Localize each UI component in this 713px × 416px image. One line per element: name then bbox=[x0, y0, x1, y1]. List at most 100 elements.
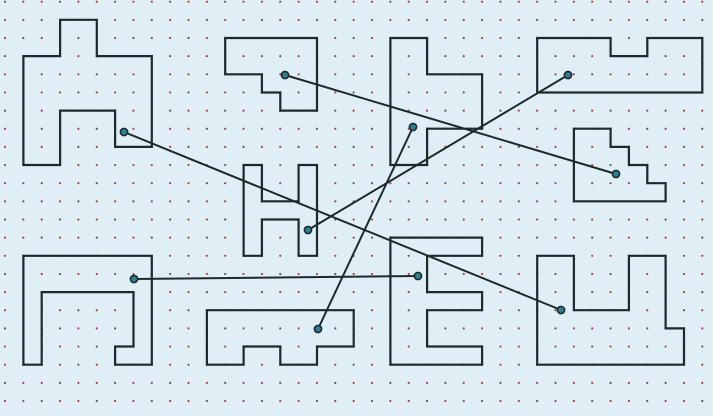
grid-dot bbox=[407, 291, 410, 294]
grid-dot bbox=[297, 399, 300, 403]
grid-dot bbox=[517, 381, 520, 384]
grid-dot bbox=[517, 345, 520, 348]
grid-dot bbox=[462, 145, 465, 148]
grid-dot bbox=[517, 91, 520, 94]
grid-dot bbox=[499, 236, 502, 239]
grid-dot bbox=[682, 309, 686, 312]
grid-dot bbox=[462, 91, 465, 94]
grid-dot bbox=[499, 109, 502, 112]
grid-dot bbox=[22, 381, 25, 384]
grid-dot bbox=[334, 163, 337, 167]
grid-dot bbox=[481, 200, 484, 203]
grid-dot bbox=[279, 399, 282, 403]
grid-dot bbox=[77, 399, 80, 403]
grid-dot bbox=[114, 18, 117, 21]
grid-dot bbox=[205, 291, 208, 294]
grid-dot bbox=[591, 254, 594, 257]
grid-dot bbox=[95, 91, 98, 94]
grid-dot bbox=[95, 145, 98, 148]
grid-dot bbox=[187, 182, 190, 185]
grid-dot bbox=[205, 254, 208, 257]
grid-dot bbox=[370, 399, 374, 403]
grid-dot bbox=[22, 218, 25, 221]
connectors-layer bbox=[119, 70, 621, 334]
grid-dot bbox=[572, 236, 575, 239]
grid-dot bbox=[499, 272, 502, 276]
grid-dot bbox=[627, 218, 631, 221]
grid-dot bbox=[499, 218, 502, 221]
connector-line-1 bbox=[123, 131, 562, 311]
grid-dot bbox=[95, 345, 98, 348]
grid-dot bbox=[22, 200, 25, 203]
grid-dot bbox=[169, 309, 172, 312]
grid-dot bbox=[627, 182, 631, 185]
grid-dot bbox=[279, 127, 282, 130]
grid-dot bbox=[114, 73, 117, 76]
grid-dot bbox=[58, 363, 62, 366]
grid-dot bbox=[297, 272, 300, 276]
grid-dot bbox=[205, 381, 208, 384]
grid-dot bbox=[187, 109, 190, 112]
grid-dot bbox=[517, 163, 520, 167]
grid-dot bbox=[682, 127, 686, 130]
grid-dot bbox=[646, 145, 649, 148]
grid-dot bbox=[187, 36, 190, 40]
grid-dot bbox=[554, 0, 557, 3]
grid-dot bbox=[132, 163, 135, 167]
grid-dot bbox=[297, 381, 300, 384]
grid-dot bbox=[609, 327, 612, 330]
grid-dot bbox=[646, 399, 649, 403]
grid-dot bbox=[260, 18, 263, 21]
grid-dot bbox=[407, 381, 410, 384]
grid-dot bbox=[701, 363, 704, 366]
grid-dot bbox=[682, 236, 686, 239]
connector-endpoint bbox=[313, 324, 323, 334]
grid-dot bbox=[205, 218, 208, 221]
grid-dot bbox=[444, 399, 447, 403]
grid-dot bbox=[517, 236, 520, 239]
grid-dot bbox=[627, 399, 631, 403]
grid-dot bbox=[536, 163, 539, 167]
grid-dot bbox=[462, 18, 465, 21]
grid-dot bbox=[260, 145, 263, 148]
grid-dot bbox=[3, 236, 7, 239]
grid-dot bbox=[334, 55, 337, 58]
grid-dot bbox=[224, 254, 227, 257]
grid-dot bbox=[95, 309, 98, 312]
grid-dot bbox=[187, 363, 190, 366]
grid-dot bbox=[315, 0, 319, 3]
grid-dot bbox=[572, 345, 575, 348]
grid-dot bbox=[279, 272, 282, 276]
grid-dot bbox=[114, 163, 117, 167]
grid-dot bbox=[682, 18, 686, 21]
grid-dot bbox=[591, 0, 594, 3]
grid-dot bbox=[444, 327, 447, 330]
grid-dot bbox=[591, 399, 594, 403]
grid-dot bbox=[664, 55, 667, 58]
grid-dot bbox=[132, 0, 135, 3]
grid-dot bbox=[444, 36, 447, 40]
grid-dot bbox=[260, 127, 263, 130]
grid-dot bbox=[224, 327, 227, 330]
grid-dot bbox=[187, 73, 190, 76]
grid-dot bbox=[224, 109, 227, 112]
grid-dot bbox=[150, 182, 153, 185]
grid-dot bbox=[591, 145, 594, 148]
grid-dot bbox=[425, 218, 429, 221]
grid-dot bbox=[58, 399, 62, 403]
grid-dot bbox=[169, 127, 172, 130]
grid-dot bbox=[58, 0, 62, 3]
grid-dot bbox=[646, 127, 649, 130]
grid-dot bbox=[517, 36, 520, 40]
grid-dot bbox=[205, 145, 208, 148]
grid-dot bbox=[646, 109, 649, 112]
grid-dot bbox=[3, 18, 7, 21]
grid-dot bbox=[40, 399, 43, 403]
connector-line-4 bbox=[317, 126, 414, 330]
grid-dot bbox=[554, 399, 557, 403]
grid-dot bbox=[224, 182, 227, 185]
grid-dot bbox=[664, 399, 667, 403]
grid-dot bbox=[260, 272, 263, 276]
grid-dot bbox=[609, 254, 612, 257]
grid-dot bbox=[334, 399, 337, 403]
